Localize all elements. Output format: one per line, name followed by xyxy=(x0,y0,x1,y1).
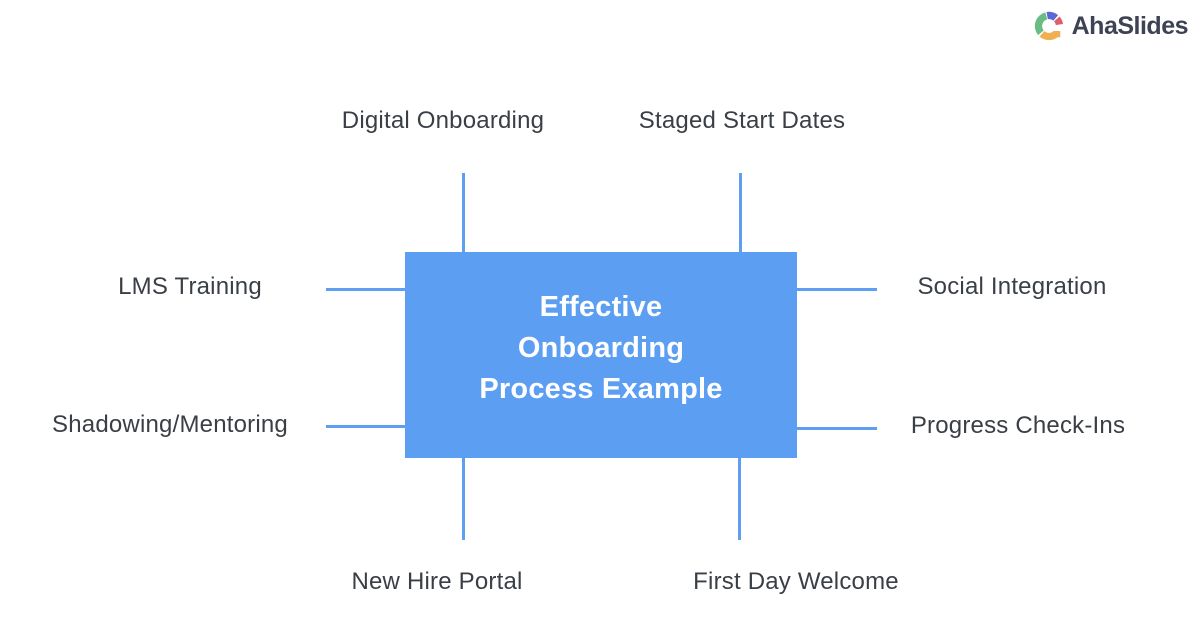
center-topic-line-1: Effective xyxy=(539,290,663,323)
branch-label-new-hire-portal: New Hire Portal xyxy=(351,568,523,595)
donut-segment-green xyxy=(1034,12,1048,36)
ahaslides-logo: AhaSlides xyxy=(1034,10,1189,42)
connector-progress-check-ins xyxy=(797,426,877,430)
branch-label-digital-onboarding: Digital Onboarding xyxy=(341,107,545,134)
connector-shadowing-mentoring xyxy=(326,424,405,428)
center-topic-line-3: Process Example xyxy=(479,372,723,405)
branch-label-first-day-welcome: First Day Welcome xyxy=(693,568,899,595)
connector-first-day-welcome xyxy=(737,458,741,540)
branch-label-shadowing-mentoring: Shadowing/Mentoring xyxy=(52,411,288,438)
connector-digital-onboarding xyxy=(461,173,465,252)
donut-hole xyxy=(1041,19,1056,33)
branch-label-lms-training: LMS Training xyxy=(118,273,262,300)
ahaslides-logo-text: AhaSlides xyxy=(1071,11,1189,40)
connector-new-hire-portal xyxy=(461,458,465,540)
center-topic-line-2: Onboarding xyxy=(517,331,685,364)
branch-label-staged-start-dates: Staged Start Dates xyxy=(638,107,846,134)
connector-lms-training xyxy=(326,287,405,291)
donut-tail xyxy=(1053,31,1060,38)
donut-segment-indigo xyxy=(1046,11,1058,22)
donut-chart-icon xyxy=(1034,11,1063,41)
branch-label-social-integration: Social Integration xyxy=(917,273,1107,300)
connector-social-integration xyxy=(797,287,877,291)
donut-segment-red xyxy=(1053,16,1063,26)
connector-staged-start-dates xyxy=(738,173,742,252)
branch-label-progress-check-ins: Progress Check-Ins xyxy=(910,412,1126,439)
center-topic-box: Effective Onboarding Process Example xyxy=(405,252,797,458)
